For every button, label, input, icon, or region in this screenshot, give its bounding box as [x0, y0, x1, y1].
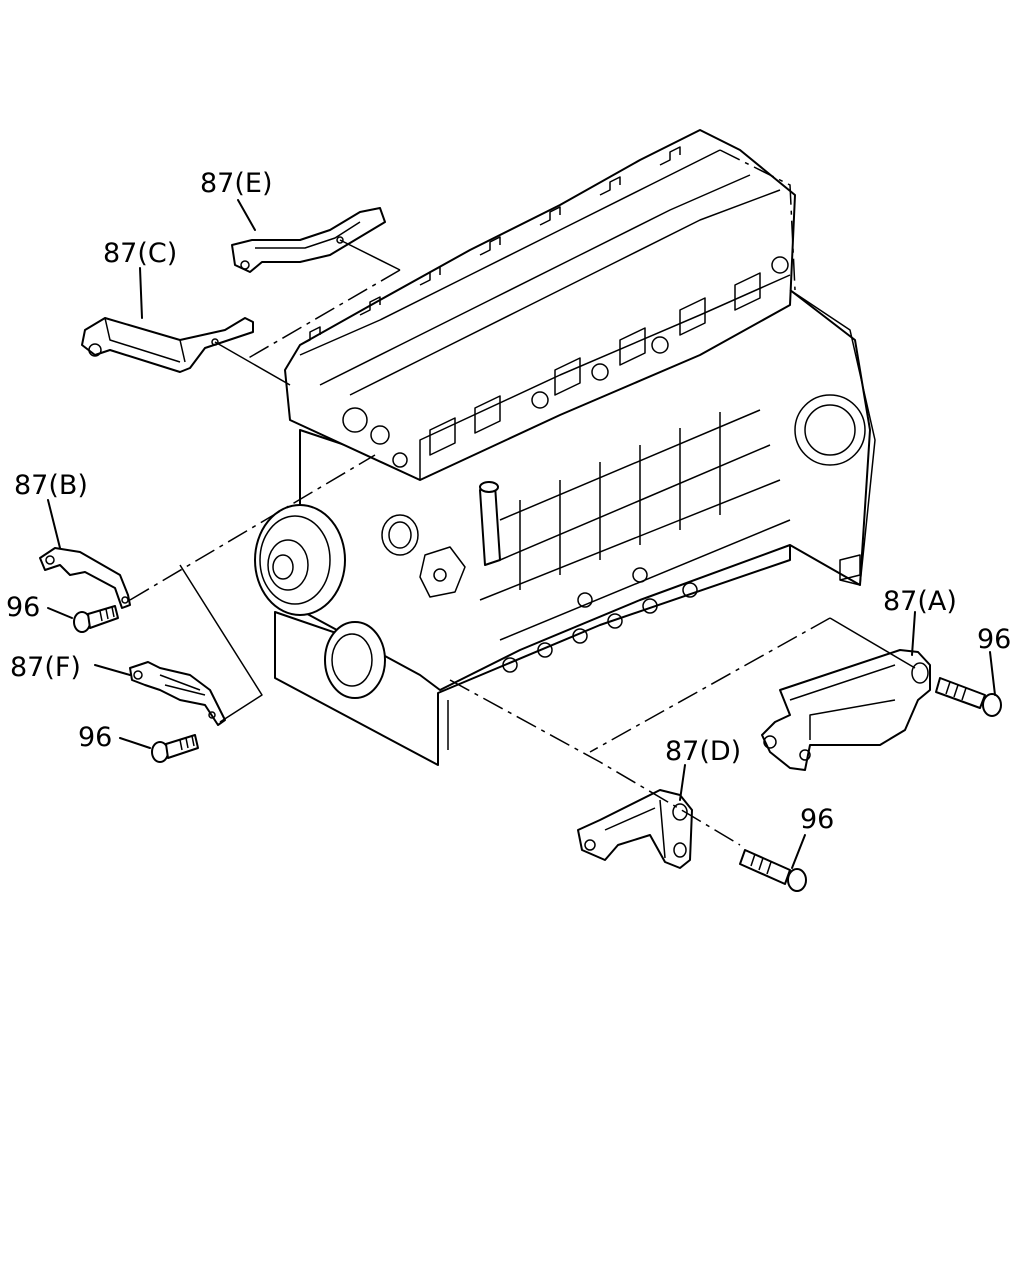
callout-87c: 87(C): [103, 238, 177, 269]
callout-96-f: 96: [78, 722, 112, 753]
engine-block: [274, 129, 876, 766]
bracket-87d: [577, 789, 693, 869]
bracket-87f: [129, 661, 226, 726]
callout-87b: 87(B): [14, 470, 88, 501]
callout-96-b: 96: [6, 592, 40, 623]
bolt-96-b: [73, 605, 119, 633]
bolt-96-f: [151, 734, 199, 763]
front-pulley: [254, 504, 466, 699]
bracket-87e: [231, 207, 386, 273]
cylinder-head: [284, 129, 796, 481]
bracket-87a: [761, 649, 931, 771]
callout-96-d: 96: [800, 804, 834, 835]
bracket-87c: [81, 317, 254, 373]
bolt-96-d: [739, 849, 807, 892]
callout-87a: 87(A): [883, 586, 957, 617]
callout-87f: 87(F): [10, 652, 81, 683]
bracket-87b: [39, 547, 131, 609]
callout-87e: 87(E): [200, 168, 272, 199]
callout-87d: 87(D): [665, 736, 741, 767]
callout-96-a: 96: [977, 624, 1011, 655]
bolt-96-a: [935, 677, 1002, 717]
